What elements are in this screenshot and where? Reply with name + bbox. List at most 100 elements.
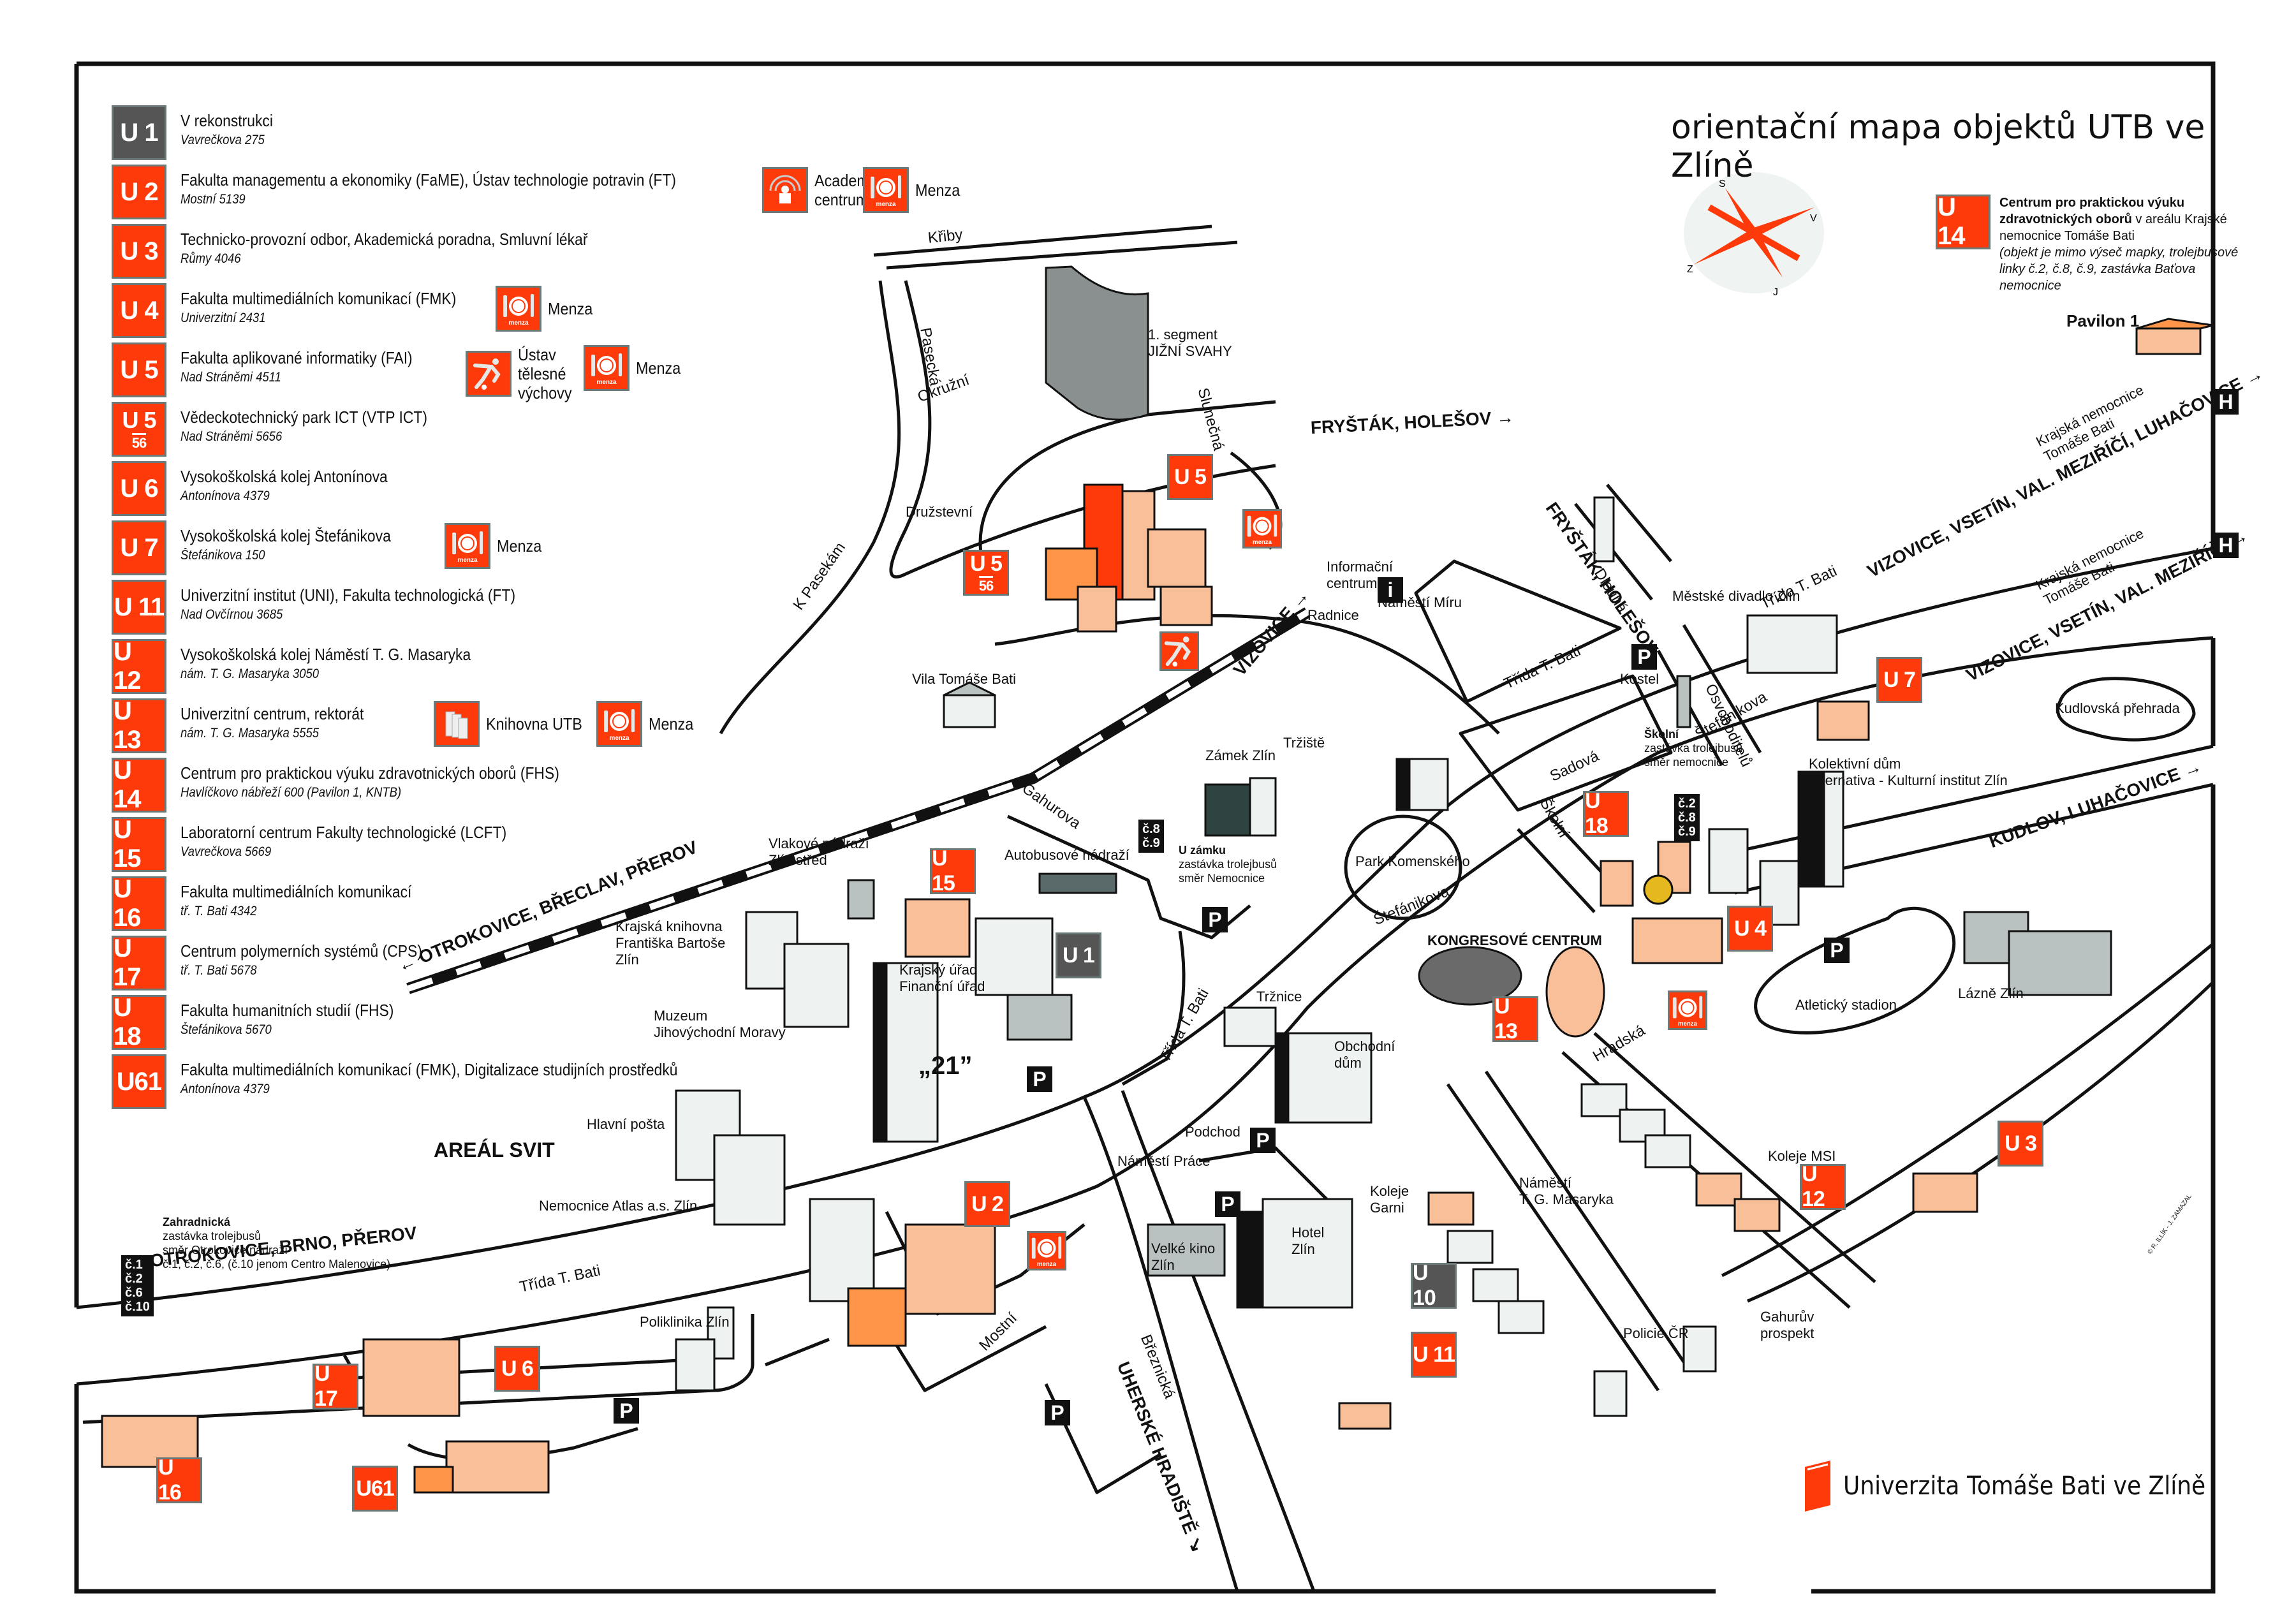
legend-name: Laboratorní centrum Fakulty technologick… [180, 823, 507, 842]
map-building-badge[interactable]: U 2 [964, 1181, 1010, 1227]
building-badge[interactable]: U 6 [112, 461, 166, 516]
menza-icon: menza [863, 167, 909, 213]
place-label: Informační centrum [1327, 559, 1393, 591]
building-badge[interactable]: U 16 [112, 875, 166, 932]
building-badge[interactable]: U 11 [112, 580, 166, 635]
map-building-badge[interactable]: U 4 [1727, 906, 1773, 952]
amenity-library[interactable]: Knihovna UTB [434, 701, 593, 747]
stop-desc: zastávka trolejbusů směr Nemocnice [1179, 858, 1277, 885]
map-sport-icon[interactable] [1159, 631, 1199, 671]
utb-logo-text: Univerzita Tomáše Bati ve Zlíně [1843, 1471, 2206, 1501]
place-label: Muzeum Jihovýchodní Moravy [654, 1008, 786, 1040]
map-building-badge[interactable]: U61 [352, 1466, 398, 1512]
map-building-badge[interactable]: U 18 [1583, 789, 1629, 838]
svg-text:menza: menza [596, 379, 617, 386]
amenity-sport[interactable]: Ústav tělesné výchovy [466, 345, 588, 402]
library-icon [434, 701, 480, 747]
legend-name: Vysokoškolská kolej Náměstí T. G. Masary… [180, 645, 471, 664]
map-building-badge[interactable]: U 16 [156, 1455, 202, 1505]
map-building-badge[interactable]: U 7 [1876, 657, 1922, 703]
building-badge[interactable]: U 2 [112, 165, 166, 219]
place-label: Kolektivní dům Alternativa - Kulturní in… [1809, 756, 2008, 788]
legend-address: Univerzitní 2431 [180, 311, 266, 325]
map-building-badge[interactable]: U 17 [313, 1362, 358, 1411]
street-label: Křiby [927, 226, 964, 247]
building-badge[interactable]: U 17 [112, 934, 166, 991]
map-building-badge[interactable]: U 15 [930, 846, 976, 895]
map-building-badge[interactable]: U 5 [1167, 454, 1213, 500]
building-badge[interactable]: U61 [112, 1054, 166, 1109]
building-badge[interactable]: U 18 [112, 994, 166, 1050]
place-label: KONGRESOVÉ CENTRUM [1427, 932, 1602, 948]
building-badge[interactable]: U 15 [112, 816, 166, 873]
legend-item[interactable]: U 12 Vysokoškolská kolej Náměstí T. G. Ma… [112, 638, 510, 695]
legend-name: Fakulta multimediálních komunikací (FMK)… [180, 1060, 678, 1079]
map-building-badge[interactable]: U 10 [1411, 1261, 1457, 1310]
compass-w: Z [1687, 264, 1693, 275]
map-menza-icon[interactable]: menza [1242, 509, 1282, 549]
svg-text:menza: menza [457, 557, 478, 564]
u14-badge[interactable]: U 14 [1936, 193, 1991, 250]
place-label: AREÁL SVIT [434, 1138, 555, 1161]
place-label: Vila Tomáše Bati [912, 671, 1017, 687]
legend-text: Laboratorní centrum Fakulty technologick… [180, 822, 551, 862]
building-badge[interactable]: U 3 [112, 224, 166, 279]
building-badge[interactable]: U 13 [112, 697, 166, 754]
building-badge[interactable]: U 1 [112, 105, 166, 160]
amenity-academia-centrum[interactable]: Academia centrum [762, 167, 885, 213]
map-building-badge[interactable]: U 6 [494, 1346, 540, 1392]
legend-name: Fakulta humanitních studií (FHS) [180, 1001, 394, 1020]
map-menza-icon[interactable]: menza [1668, 990, 1707, 1030]
place-label: Obchodní dům [1334, 1038, 1395, 1071]
legend-address: Havlíčkovo nábřeží 600 (Pavilon 1, KNTB) [180, 785, 402, 800]
info-icon: i [1378, 577, 1403, 603]
place-label: Kostel [1620, 671, 1659, 687]
map-building-badge[interactable]: U 3 [1998, 1121, 2043, 1167]
building-badge[interactable]: U 4 [112, 283, 166, 338]
map-building-badge[interactable]: U 13 [1492, 994, 1538, 1043]
map-building-badge[interactable]: U 11 [1411, 1332, 1457, 1378]
map-frame [74, 61, 2216, 1594]
stop-name: Zahradnická [163, 1216, 231, 1228]
map-menza-icon[interactable]: menza [1027, 1231, 1066, 1270]
map-building-badge[interactable]: U 1 [1056, 932, 1101, 978]
building-badge[interactable]: U 5 [112, 342, 166, 397]
parking-icon: P [1824, 938, 1850, 963]
place-label: Gahurův prospekt [1760, 1309, 1814, 1341]
legend-item[interactable]: U 2 Fakulta managementu a ekonomiky (FaME… [112, 165, 744, 221]
building-badge[interactable]: U 14 [112, 756, 166, 813]
building-badge[interactable]: U 7 [112, 520, 166, 575]
legend-name: Fakulta managementu a ekonomiky (FaME), … [180, 170, 676, 189]
legend-item[interactable]: U 15 Laboratorní centrum Fakulty technolo… [112, 816, 551, 873]
building-badge[interactable]: U 12 [112, 638, 166, 695]
map-building-badge[interactable]: U 12 [1800, 1162, 1846, 1211]
legend-item[interactable]: U61 Fakulta multimediálních komunikací (F… [112, 1054, 746, 1110]
place-label: „21” [918, 1052, 973, 1080]
